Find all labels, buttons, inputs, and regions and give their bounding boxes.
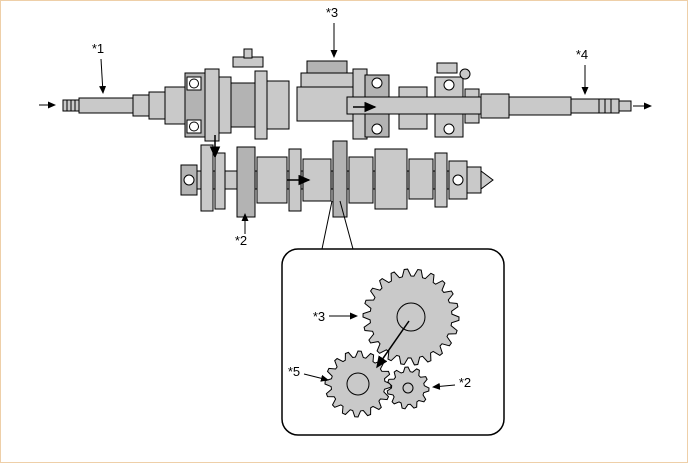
output-shaft [346, 93, 652, 119]
bearing-icon [189, 78, 199, 89]
callout-4-label: *4 [576, 47, 588, 62]
counter-shaft [180, 140, 494, 218]
large-gear-hub [396, 302, 426, 332]
callout-2: *2 [235, 213, 249, 248]
bearing-icon [452, 174, 464, 186]
inset-callout-2-leader [432, 382, 456, 390]
gear-inset: *3 *5 *2 [281, 200, 505, 436]
callout-1: *1 [92, 41, 107, 94]
gear-housing-assembly [184, 48, 480, 142]
main-cross-section [39, 48, 652, 218]
inset-callout-2: *2 [432, 375, 471, 390]
bearing-icon [443, 123, 455, 135]
medium-gear-hub [346, 372, 370, 396]
bearing-icon [183, 174, 195, 186]
small-gear-hub [402, 382, 414, 394]
inset-pointer-line [321, 200, 333, 250]
callout-1-leader [99, 58, 107, 94]
callout-3-label: *3 [326, 5, 338, 20]
bearing-icon [189, 121, 199, 132]
inset-callout-2-label: *2 [459, 375, 471, 390]
inset-callout-5-label: *5 [288, 364, 300, 379]
callout-3: *3 [326, 5, 338, 58]
callout-1-label: *1 [92, 41, 104, 56]
inset-pointer-line [339, 200, 354, 250]
inset-callout-3-label: *3 [313, 309, 325, 324]
bearing-icon [371, 123, 383, 135]
bearing-icon [371, 77, 383, 89]
inset-callout-5: *5 [288, 364, 329, 382]
inset-callout-5-leader [303, 373, 329, 382]
inset-callout-3: *3 [313, 309, 358, 324]
gear-mesh-arrow-icon [376, 320, 410, 369]
callout-2-label: *2 [235, 233, 247, 248]
input-shaft [39, 86, 186, 125]
bearing-icon [443, 79, 455, 91]
power-flow-arrows [209, 101, 377, 186]
callout-4: *4 [576, 47, 589, 95]
